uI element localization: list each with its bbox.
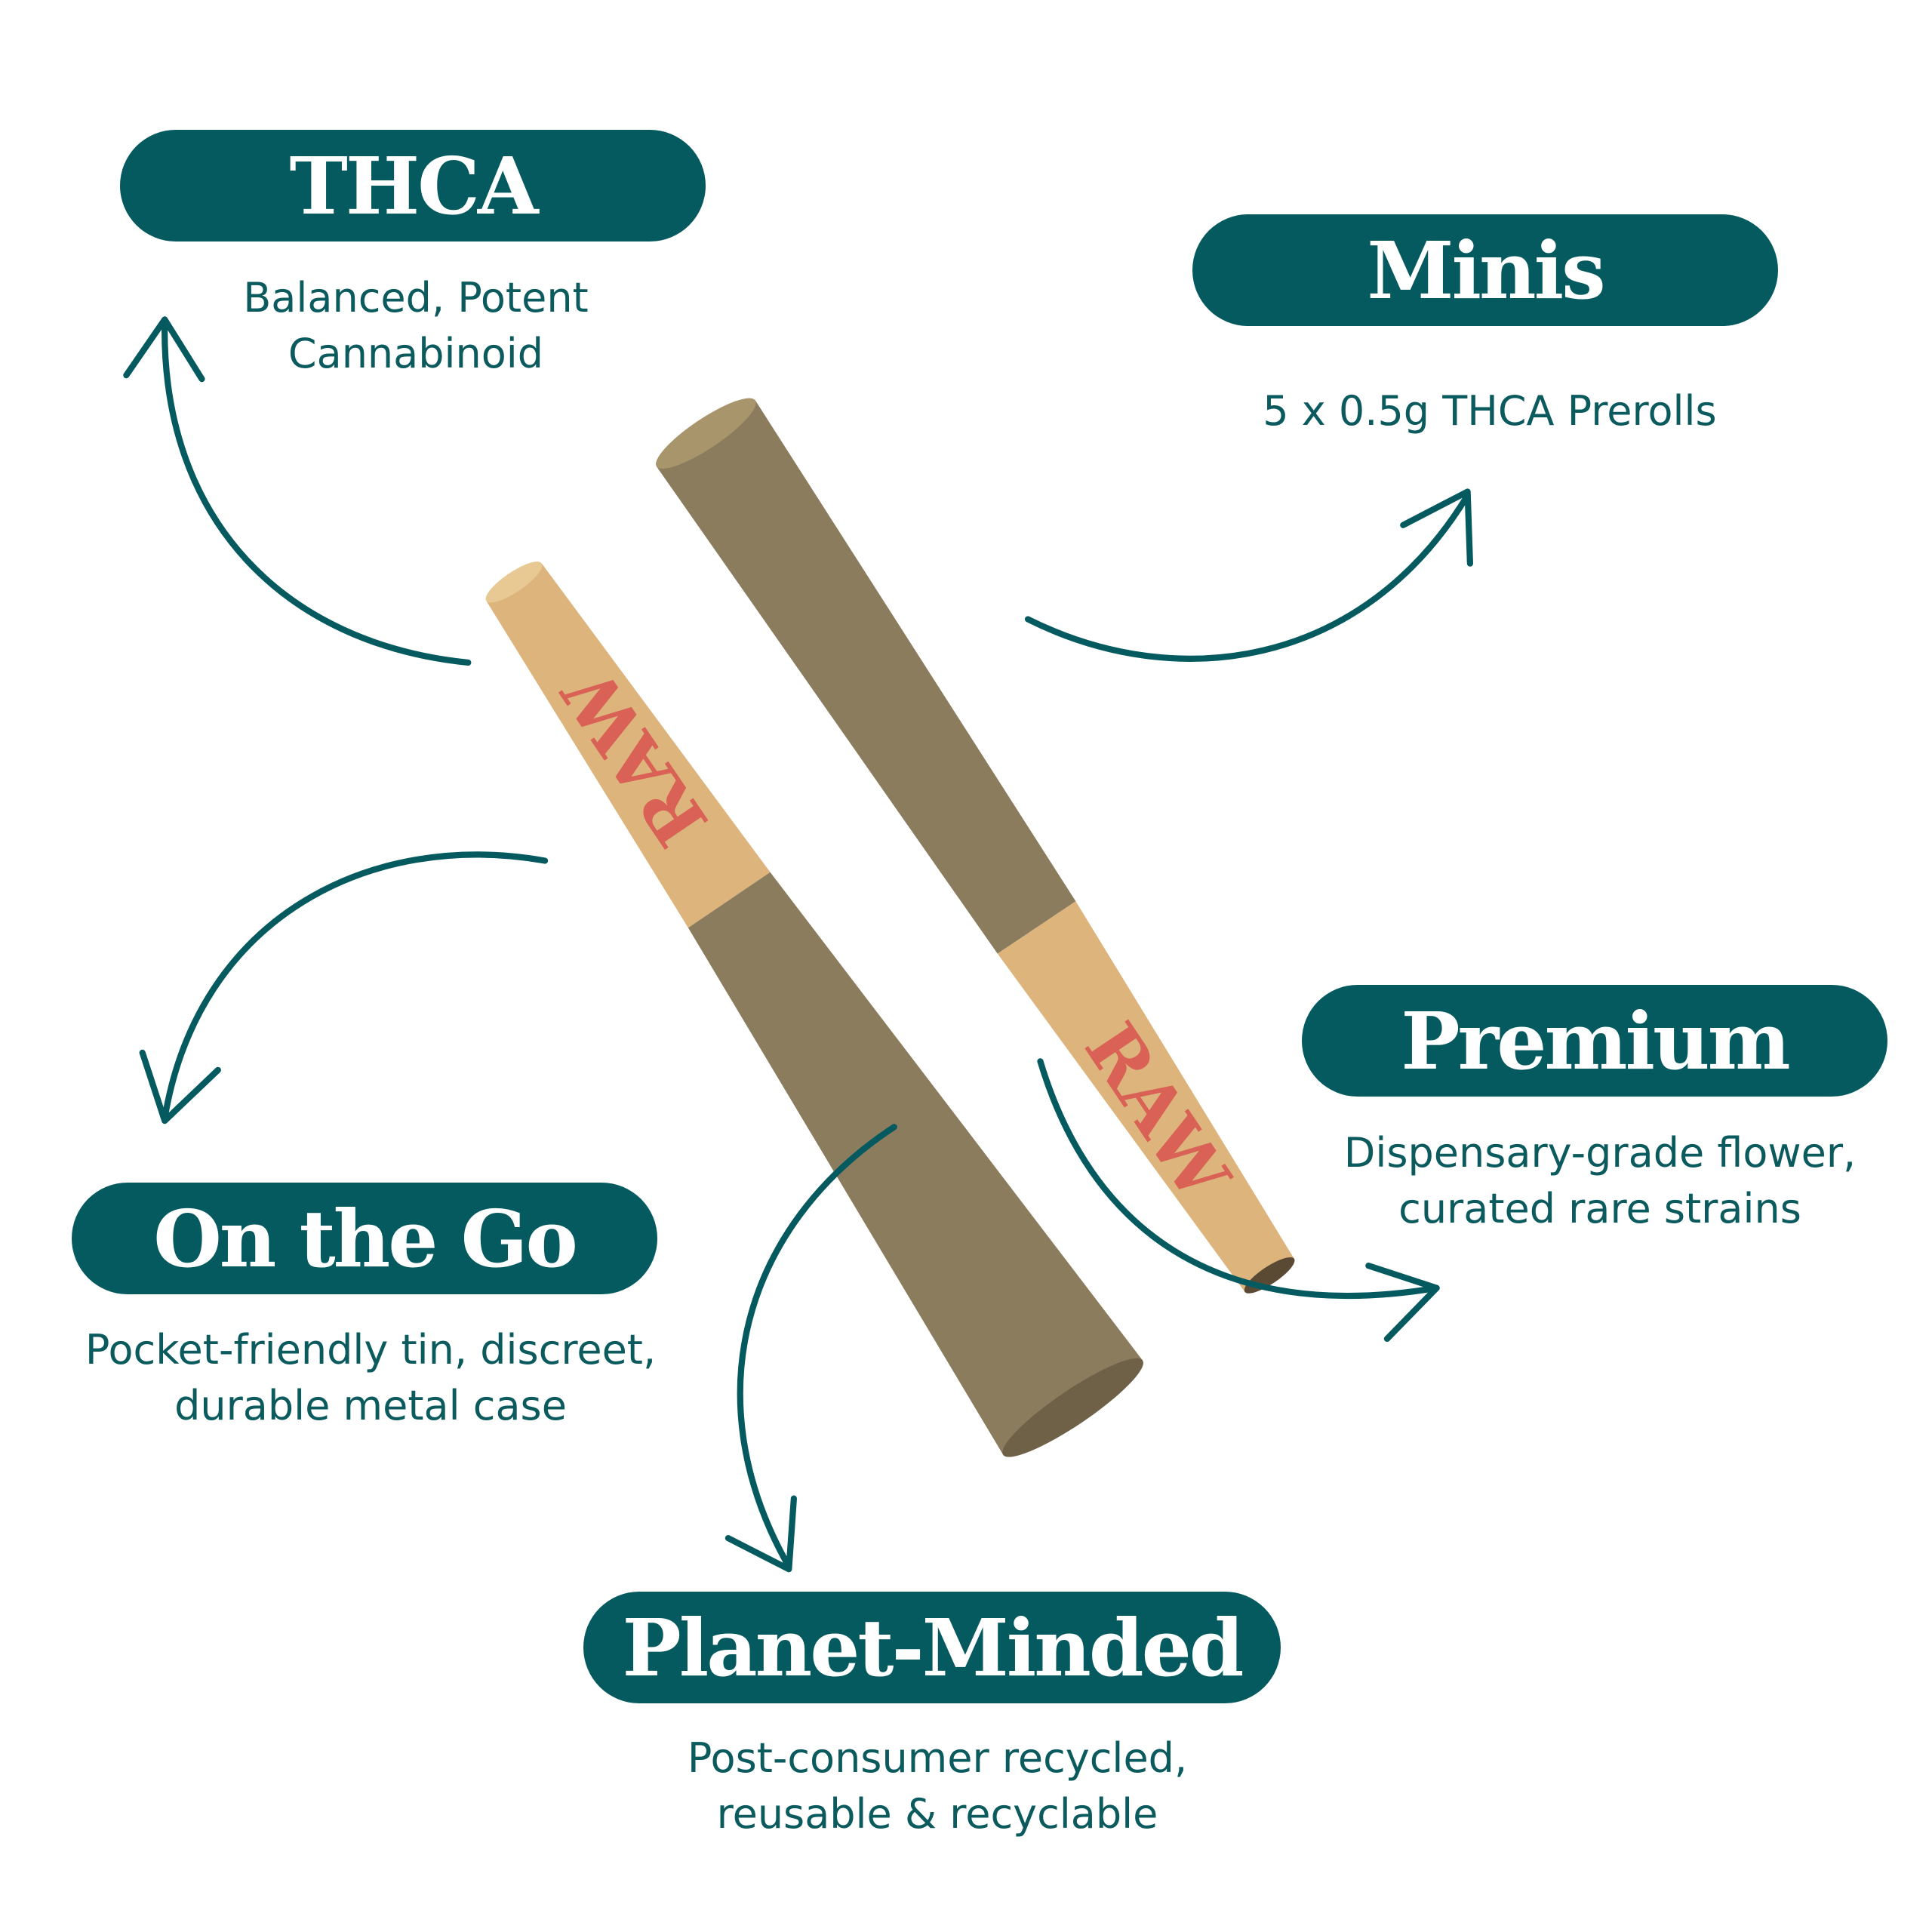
desc-line: Pocket-friendly tin, discreet, xyxy=(85,1326,657,1374)
flower-section xyxy=(656,400,1076,954)
feature-desc-planet-minded: Post-consumer recycled, reusable & recyc… xyxy=(598,1730,1277,1842)
raw-logo: RAW xyxy=(546,654,724,860)
feature-title-thca: THCA xyxy=(120,130,706,242)
arrow-to-on-the-go xyxy=(139,851,549,1124)
feature-desc-thca: Balanced, Potent Cannabinoid xyxy=(76,270,755,382)
arrow-to-premium xyxy=(1037,1058,1440,1343)
feature-desc-on-the-go: Pocket-friendly tin, discreet, durable m… xyxy=(31,1322,710,1434)
desc-line: reusable & recyclable xyxy=(716,1790,1158,1838)
desc-line: 5 x 0.5g THCA Prerolls xyxy=(1263,387,1717,435)
feature-title-premium: Premium xyxy=(1302,985,1887,1097)
arrow-to-minis xyxy=(1024,488,1473,662)
filter-tip xyxy=(486,563,771,928)
feature-desc-premium: Dispensary-grade flower, curated rare st… xyxy=(1260,1125,1932,1237)
arrow-to-planet-minded xyxy=(724,1124,897,1573)
feature-title-minis: Minis xyxy=(1192,214,1778,326)
feature-title-planet-minded: Planet-Minded xyxy=(583,1592,1281,1703)
flower-section xyxy=(688,872,1143,1455)
filter-tip xyxy=(997,901,1294,1292)
arrow-to-thca xyxy=(123,316,472,666)
desc-line: curated rare strains xyxy=(1398,1185,1801,1232)
raw-logo: RAW xyxy=(1069,1008,1246,1216)
feature-desc-minis: 5 x 0.5g THCA Prerolls xyxy=(1150,383,1829,439)
desc-line: Post-consumer recycled, xyxy=(687,1734,1188,1782)
feature-title-on-the-go: On the Go xyxy=(72,1183,657,1294)
desc-line: Balanced, Potent xyxy=(243,274,589,321)
desc-line: Dispensary-grade flower, xyxy=(1343,1129,1857,1177)
desc-line: Cannabinoid xyxy=(288,330,544,377)
desc-line: durable metal case xyxy=(174,1382,567,1429)
